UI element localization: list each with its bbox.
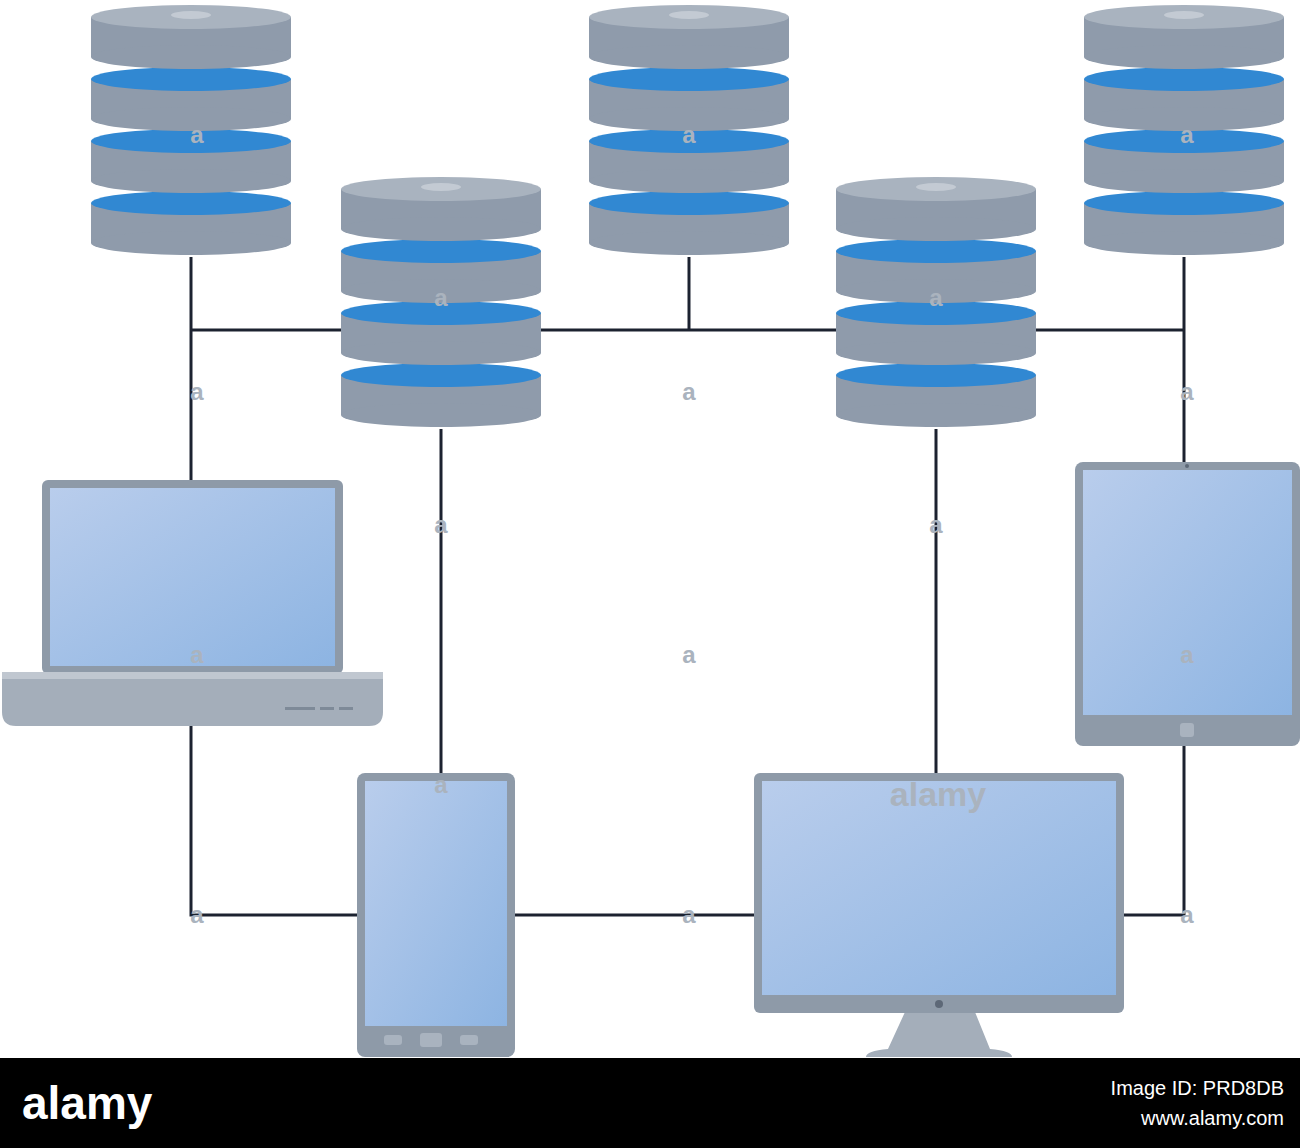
laptop-icon bbox=[2, 480, 383, 726]
footer-logo: alamy bbox=[22, 1078, 152, 1129]
watermark-mark: a bbox=[190, 122, 203, 148]
watermark-mark: a bbox=[682, 902, 695, 928]
site-url: www.alamy.com bbox=[1141, 1107, 1284, 1129]
watermark-logo: alamy bbox=[890, 776, 986, 813]
smartphone-icon bbox=[357, 773, 515, 1057]
watermark-mark: a bbox=[1180, 379, 1193, 405]
watermark-mark: a bbox=[434, 772, 447, 798]
watermark-mark: a bbox=[1180, 902, 1193, 928]
watermark-mark: a bbox=[190, 642, 203, 668]
watermark-mark: a bbox=[682, 379, 695, 405]
watermark-mark: a bbox=[929, 285, 942, 311]
tablet-icon bbox=[1075, 462, 1300, 746]
footer-bar bbox=[0, 1058, 1300, 1148]
watermark-mark: a bbox=[190, 902, 203, 928]
watermark-mark: a bbox=[682, 642, 695, 668]
watermark-mark: a bbox=[434, 285, 447, 311]
image-id: Image ID: PRD8DB bbox=[1111, 1077, 1284, 1099]
watermark-mark: a bbox=[434, 512, 447, 538]
watermark-mark: a bbox=[1180, 122, 1193, 148]
watermark-mark: a bbox=[682, 122, 695, 148]
watermark-mark: a bbox=[190, 379, 203, 405]
watermark-mark: a bbox=[929, 512, 942, 538]
database-icons bbox=[91, 5, 1284, 427]
monitor-icon bbox=[754, 773, 1124, 1057]
watermark-mark: a bbox=[1180, 642, 1193, 668]
